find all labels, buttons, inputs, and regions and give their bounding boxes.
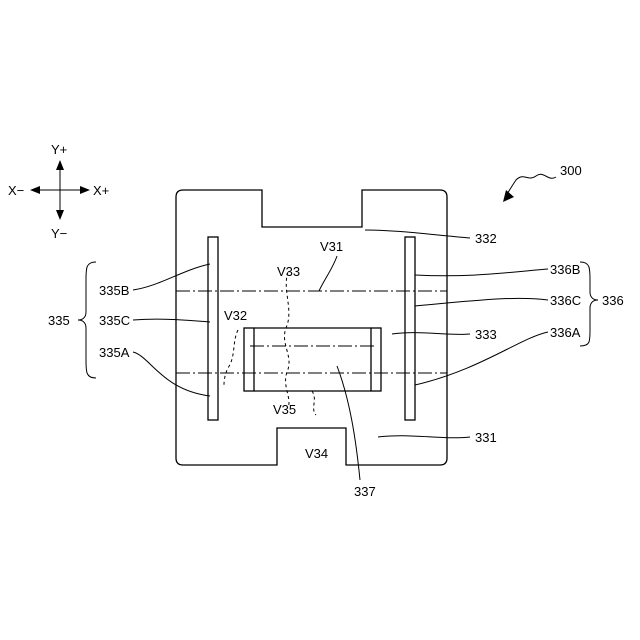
label-337: 337 <box>354 484 376 499</box>
axis-x-plus-label: X+ <box>93 183 109 198</box>
axis-y-plus-label: Y+ <box>51 142 67 157</box>
label-336B: 336B <box>550 262 580 277</box>
label-v35: V35 <box>273 402 296 417</box>
label-v31: V31 <box>320 239 343 254</box>
label-336A: 336A <box>550 325 581 340</box>
y-plus-arrow-icon <box>56 160 64 170</box>
x-plus-arrow-icon <box>80 186 90 194</box>
axis-y-minus-label: Y− <box>51 226 67 241</box>
axis-x-minus-label: X− <box>8 183 24 198</box>
leader-331 <box>378 436 470 438</box>
assembly-reference: 300 <box>503 163 582 202</box>
leader-332 <box>365 230 470 238</box>
label-335A: 335A <box>99 345 130 360</box>
plate-336 <box>405 237 415 420</box>
leader-300 <box>505 174 556 198</box>
element-337-right-cap <box>371 328 381 391</box>
label-336C: 336C <box>550 293 581 308</box>
x-minus-arrow-icon <box>30 186 40 194</box>
label-300: 300 <box>560 163 582 178</box>
y-minus-arrow-icon <box>56 210 64 220</box>
leader-335B <box>133 264 210 290</box>
axis-indicator: Y+ Y− X− X+ <box>8 142 109 241</box>
leader-337 <box>337 366 360 480</box>
virtual-line-v34 <box>312 391 316 415</box>
label-335B: 335B <box>99 283 129 298</box>
virtual-line-v33 <box>284 272 289 408</box>
label-335: 335 <box>48 313 70 328</box>
leader-335C <box>133 319 210 322</box>
label-v34: V34 <box>305 446 328 461</box>
label-331: 331 <box>475 430 497 445</box>
leader-336C <box>415 298 548 306</box>
leader-333 <box>392 333 470 335</box>
virtual-line-v32 <box>224 330 238 385</box>
leader-335A <box>133 352 210 396</box>
brace-336 <box>580 262 598 346</box>
label-333: 333 <box>475 327 497 342</box>
label-335C: 335C <box>99 313 130 328</box>
element-337-left-cap <box>244 328 254 391</box>
label-336: 336 <box>602 293 624 308</box>
label-v32: V32 <box>224 308 247 323</box>
label-332: 332 <box>475 231 497 246</box>
element-337 <box>244 328 381 391</box>
leader-v31 <box>319 256 337 291</box>
brace-335 <box>78 262 96 378</box>
leader-336B <box>415 269 548 276</box>
label-v33: V33 <box>277 264 300 279</box>
